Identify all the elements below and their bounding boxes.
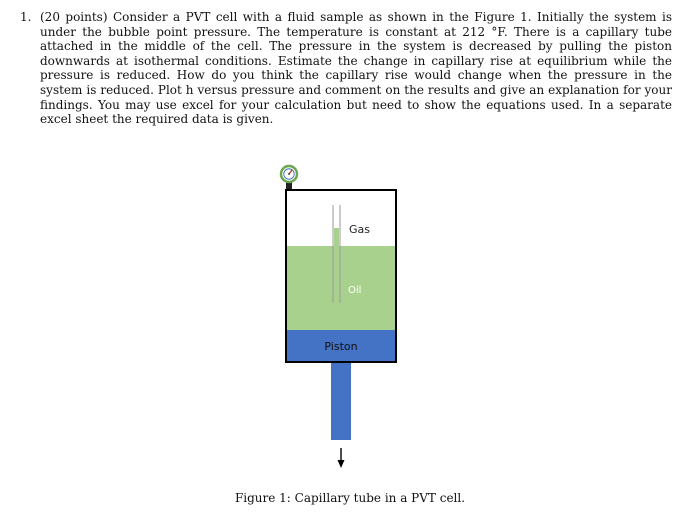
arrow-down-icon	[337, 448, 345, 468]
oil-label: Oil	[348, 285, 361, 296]
problem-statement: 1. (20 points) Consider a PVT cell with …	[20, 10, 672, 127]
piston-label: Piston	[324, 340, 357, 353]
problem-text: (20 points) Consider a PVT cell with a f…	[40, 10, 672, 127]
cell-outline	[285, 189, 397, 363]
gas-region	[286, 190, 396, 246]
problem-number: 1.	[20, 10, 32, 24]
gas-label: Gas	[349, 223, 370, 236]
piston-rod	[331, 362, 351, 440]
figure-caption: Figure 1: Capillary tube in a PVT cell.	[234, 491, 466, 505]
pressure-gauge-icon	[279, 164, 299, 189]
oil-region	[286, 246, 396, 330]
piston	[286, 330, 396, 362]
capillary-tube	[332, 205, 341, 303]
